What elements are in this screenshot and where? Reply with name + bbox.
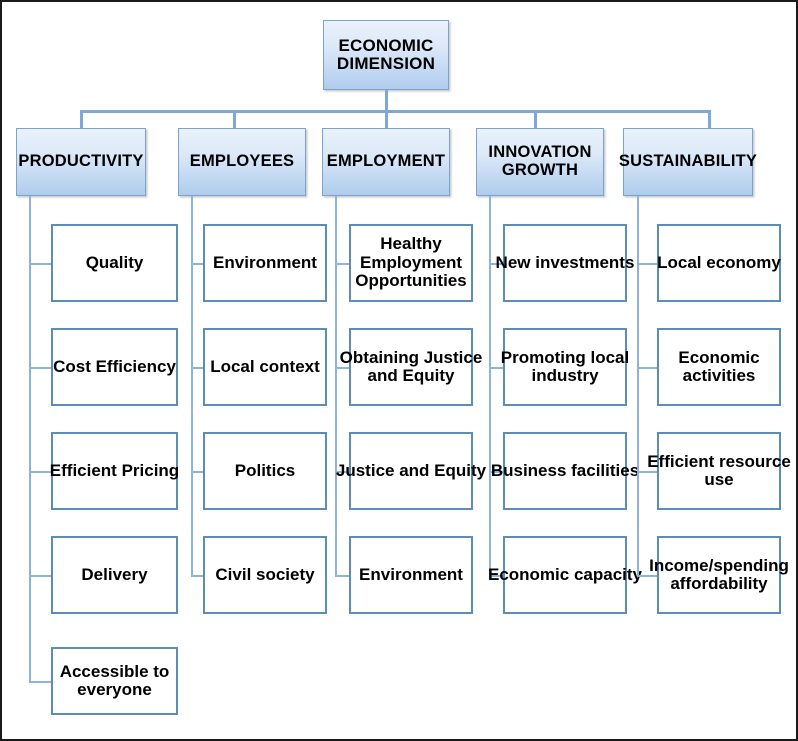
connector-stub-2-3 (191, 471, 204, 473)
node-leaf-label-4-2: Promoting local industry (500, 347, 630, 385)
node-leaf-label-4-4: Economic capacity (487, 564, 642, 584)
connector-branch-stem-4 (534, 110, 537, 130)
connector-stub-1-4 (29, 575, 52, 577)
connector-stub-4-2 (489, 367, 504, 369)
node-branch-label-1: PRODUCTIVITY (18, 152, 144, 171)
node-leaf-4-3: Business facilities (491, 432, 639, 510)
node-branch-label-5: SUSTAINABILITY (618, 152, 758, 171)
node-root: ECONOMIC DIMENSION (323, 20, 449, 90)
node-leaf-3-2: Obtaining Justice and Equity (340, 328, 482, 406)
node-leaf-5-1: Local economy (657, 224, 781, 302)
node-leaf-label-3-4: Environment (359, 564, 463, 584)
connector-spine-1 (29, 196, 31, 683)
node-leaf-4-1: New investments (496, 224, 634, 302)
node-root-label: ECONOMIC DIMENSION (336, 35, 436, 73)
connector-stub-2-2 (191, 367, 204, 369)
node-leaf-1-3: Efficient Pricing (50, 432, 179, 510)
node-leaf-3-1: Healthy Employment Opportunities (349, 224, 473, 302)
connector-stub-5-1 (637, 263, 658, 265)
connector-root-bus (80, 110, 709, 113)
node-leaf-4-2: Promoting local industry (501, 328, 629, 406)
node-leaf-5-3: Efficient resource use (647, 432, 791, 510)
node-leaf-label-5-4: Income/spending affordability (649, 555, 789, 593)
node-branch-productivity: PRODUCTIVITY (16, 128, 146, 196)
connector-stub-1-5 (29, 681, 52, 683)
node-leaf-1-1: Quality (51, 224, 178, 302)
connector-spine-3 (335, 196, 337, 577)
connector-branch-stem-1 (80, 110, 83, 130)
node-leaf-label-1-2: Cost Efficiency (53, 356, 176, 376)
node-leaf-4-4: Economic capacity (488, 536, 642, 614)
connector-spine-2 (191, 196, 193, 577)
connector-stub-5-4 (637, 575, 658, 577)
node-leaf-1-4: Delivery (51, 536, 178, 614)
node-leaf-label-2-2: Local context (210, 356, 320, 376)
node-leaf-3-4: Environment (349, 536, 473, 614)
connector-stub-4-1 (489, 263, 504, 265)
node-branch-employees: EMPLOYEES (178, 128, 306, 196)
node-leaf-5-2: Economic activities (657, 328, 781, 406)
connector-branch-stem-2 (233, 110, 236, 130)
node-branch-label-4: INNOVATION GROWTH (488, 143, 592, 179)
node-leaf-label-2-1: Environment (213, 252, 317, 272)
node-leaf-label-4-1: New investments (495, 252, 635, 272)
node-leaf-label-3-3: Justice and Equity (335, 460, 487, 480)
connector-stub-3-3 (335, 471, 350, 473)
connector-stub-4-3 (489, 471, 504, 473)
connector-stub-5-2 (637, 367, 658, 369)
node-branch-label-2: EMPLOYEES (189, 152, 295, 171)
node-leaf-label-2-4: Civil society (215, 564, 315, 584)
node-branch-sustainability: SUSTAINABILITY (619, 128, 757, 196)
node-leaf-label-3-1: Healthy Employment Opportunities (355, 234, 467, 291)
node-leaf-5-4: Income/spending affordability (649, 536, 789, 614)
node-leaf-1-5: Accessible to everyone (51, 647, 178, 715)
node-leaf-label-5-2: Economic activities (678, 347, 760, 385)
connector-stub-2-4 (191, 575, 204, 577)
connector-stub-1-1 (29, 263, 52, 265)
node-leaf-label-4-3: Business facilities (490, 460, 640, 480)
node-leaf-label-1-1: Quality (85, 252, 144, 272)
connector-branch-stem-3 (385, 110, 388, 130)
node-leaf-label-5-1: Local economy (657, 252, 781, 272)
connector-stub-1-2 (29, 367, 52, 369)
connector-stub-3-1 (335, 263, 350, 265)
connector-stub-3-4 (335, 575, 350, 577)
node-leaf-2-4: Civil society (203, 536, 327, 614)
connector-stub-3-2 (335, 367, 350, 369)
connector-spine-5 (637, 196, 639, 577)
node-leaf-label-1-5: Accessible to everyone (59, 661, 170, 699)
node-leaf-2-2: Local context (203, 328, 327, 406)
connector-stub-4-4 (489, 575, 504, 577)
connector-stub-2-1 (191, 263, 204, 265)
connector-spine-4 (489, 196, 491, 577)
node-branch-innovation-growth: INNOVATION GROWTH (476, 128, 604, 196)
connector-branch-stem-5 (708, 110, 711, 130)
node-leaf-label-1-4: Delivery (81, 564, 148, 584)
node-leaf-2-3: Politics (203, 432, 327, 510)
node-leaf-1-2: Cost Efficiency (51, 328, 178, 406)
node-leaf-2-1: Environment (203, 224, 327, 302)
connector-stub-1-3 (29, 471, 52, 473)
node-leaf-label-3-2: Obtaining Justice and Equity (339, 347, 483, 385)
connector-stub-5-3 (637, 471, 658, 473)
node-leaf-3-3: Justice and Equity (336, 432, 486, 510)
node-leaf-label-5-3: Efficient resource use (647, 451, 791, 489)
node-leaf-label-2-3: Politics (234, 460, 296, 480)
node-leaf-label-1-3: Efficient Pricing (49, 460, 180, 480)
node-branch-label-3: EMPLOYMENT (326, 152, 446, 171)
node-branch-employment: EMPLOYMENT (322, 128, 450, 196)
